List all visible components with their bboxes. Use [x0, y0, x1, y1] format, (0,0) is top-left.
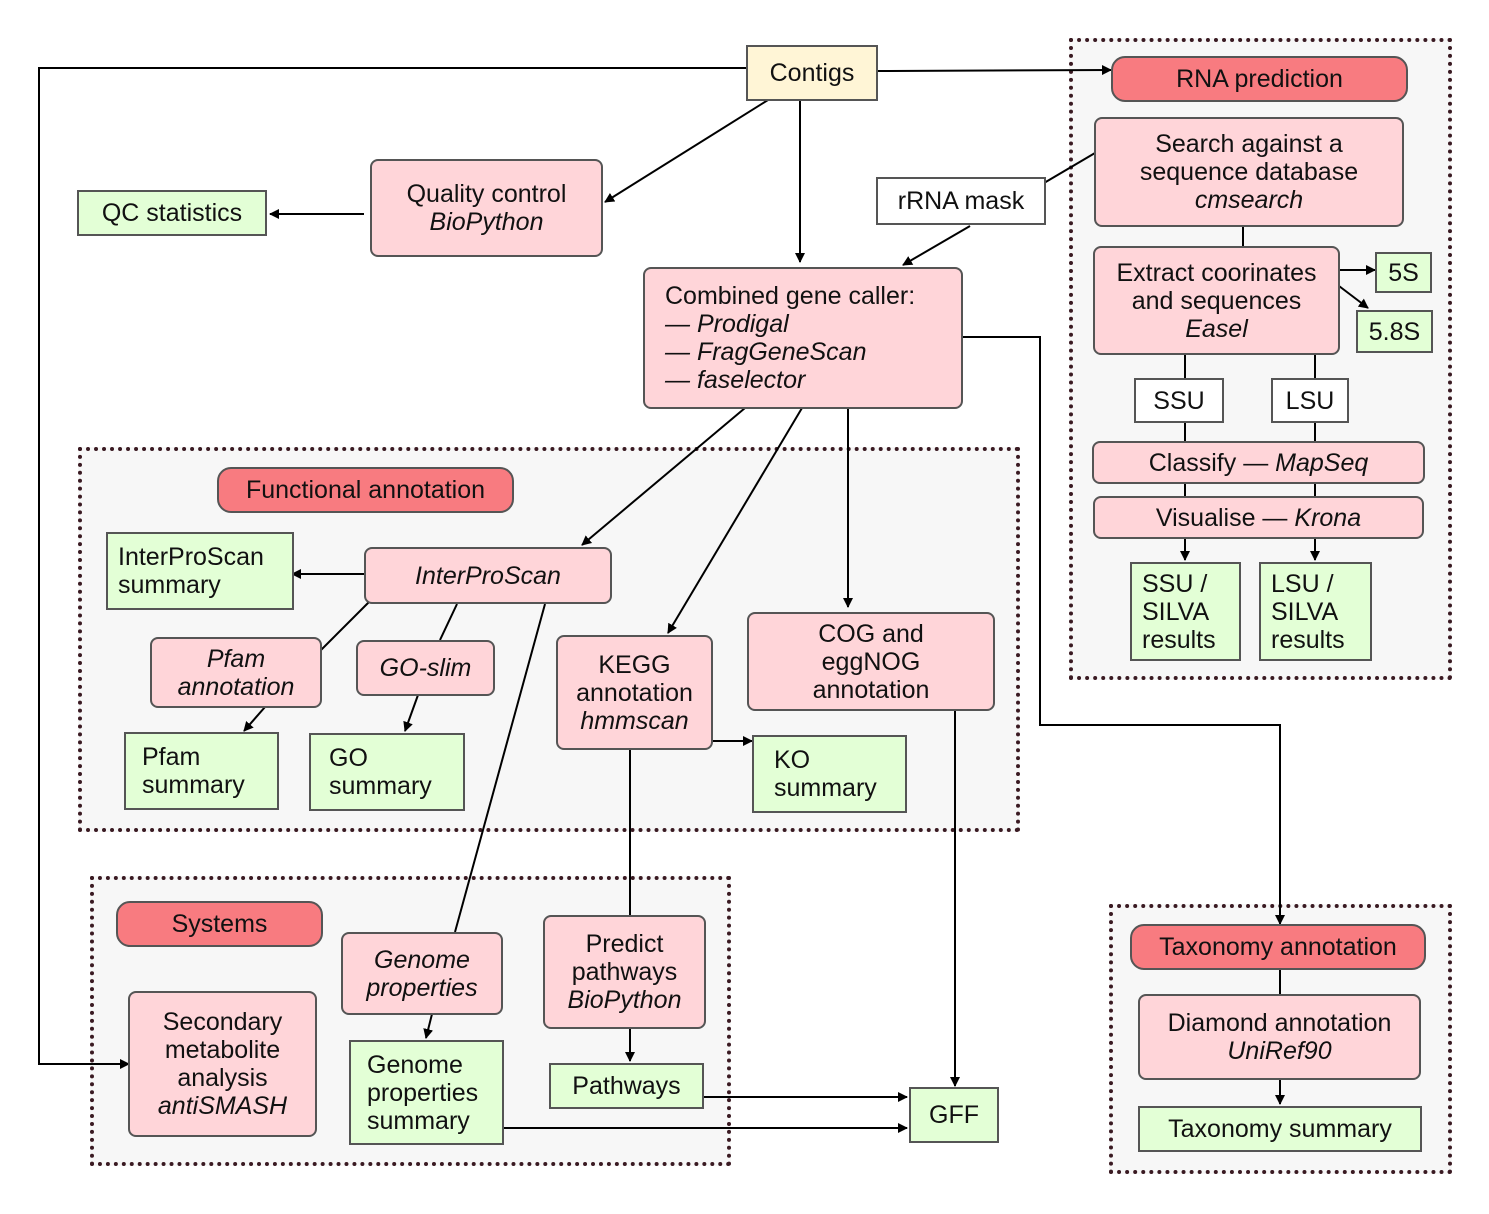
go-summary-node: GO summary	[309, 733, 465, 811]
lsu-silva-results-node: LSU / SILVA results	[1259, 562, 1372, 661]
cog-eggnog-node: COG and eggNOG annotation	[747, 612, 995, 711]
gene-caller-node: Combined gene caller: — Prodigal — FragG…	[643, 267, 963, 409]
classify-node: Classify — MapSeq	[1092, 441, 1425, 484]
taxonomy-summary-node: Taxonomy summary	[1138, 1106, 1422, 1152]
gff-node: GFF	[909, 1087, 999, 1143]
genome-properties-summary-node: Genome properties summary	[349, 1040, 504, 1145]
easel-node: Extract coorinates and sequences Easel	[1093, 246, 1340, 355]
pathways-node: Pathways	[549, 1063, 704, 1109]
functional-annotation-title: Functional annotation	[217, 467, 514, 513]
ssu-node: SSU	[1134, 378, 1224, 423]
visualise-node: Visualise — Krona	[1093, 496, 1424, 539]
pfam-summary-node: Pfam summary	[124, 732, 279, 810]
ssu-silva-results-node: SSU / SILVA results	[1130, 562, 1241, 661]
predict-pathways-node: Predict pathways BioPython	[543, 915, 706, 1029]
5s-node: 5S	[1375, 252, 1432, 293]
genome-properties-node: Genome properties	[341, 932, 503, 1015]
edge-contigs-qc	[604, 99, 769, 203]
quality-control-node: Quality control BioPython	[370, 159, 603, 257]
taxonomy-annotation-title: Taxonomy annotation	[1130, 924, 1426, 970]
go-slim-node: GO-slim	[356, 640, 495, 696]
lsu-node: LSU	[1271, 378, 1349, 423]
rna-prediction-title: RNA prediction	[1111, 56, 1408, 102]
systems-title: Systems	[116, 901, 323, 947]
ko-summary-node: KO summary	[752, 735, 907, 813]
kegg-annotation-node: KEGG annotation hmmscan	[556, 635, 713, 750]
secondary-metabolite-node: Secondary metabolite analysis antiSMASH	[128, 991, 317, 1137]
5-8s-node: 5.8S	[1356, 310, 1433, 353]
interproscan-summary-node: InterProScan summary	[106, 532, 294, 610]
interproscan-node: InterProScan	[364, 547, 612, 604]
cmsearch-node: Search against a sequence database cmsea…	[1094, 117, 1404, 227]
edge-mask-genecaller	[902, 225, 971, 266]
pfam-annotation-node: Pfam annotation	[150, 637, 322, 708]
contigs-node: Contigs	[746, 45, 878, 101]
qc-statistics-node: QC statistics	[77, 190, 267, 236]
rrna-mask-node: rRNA mask	[876, 177, 1046, 225]
diamond-annotation-node: Diamond annotation UniRef90	[1138, 994, 1421, 1080]
